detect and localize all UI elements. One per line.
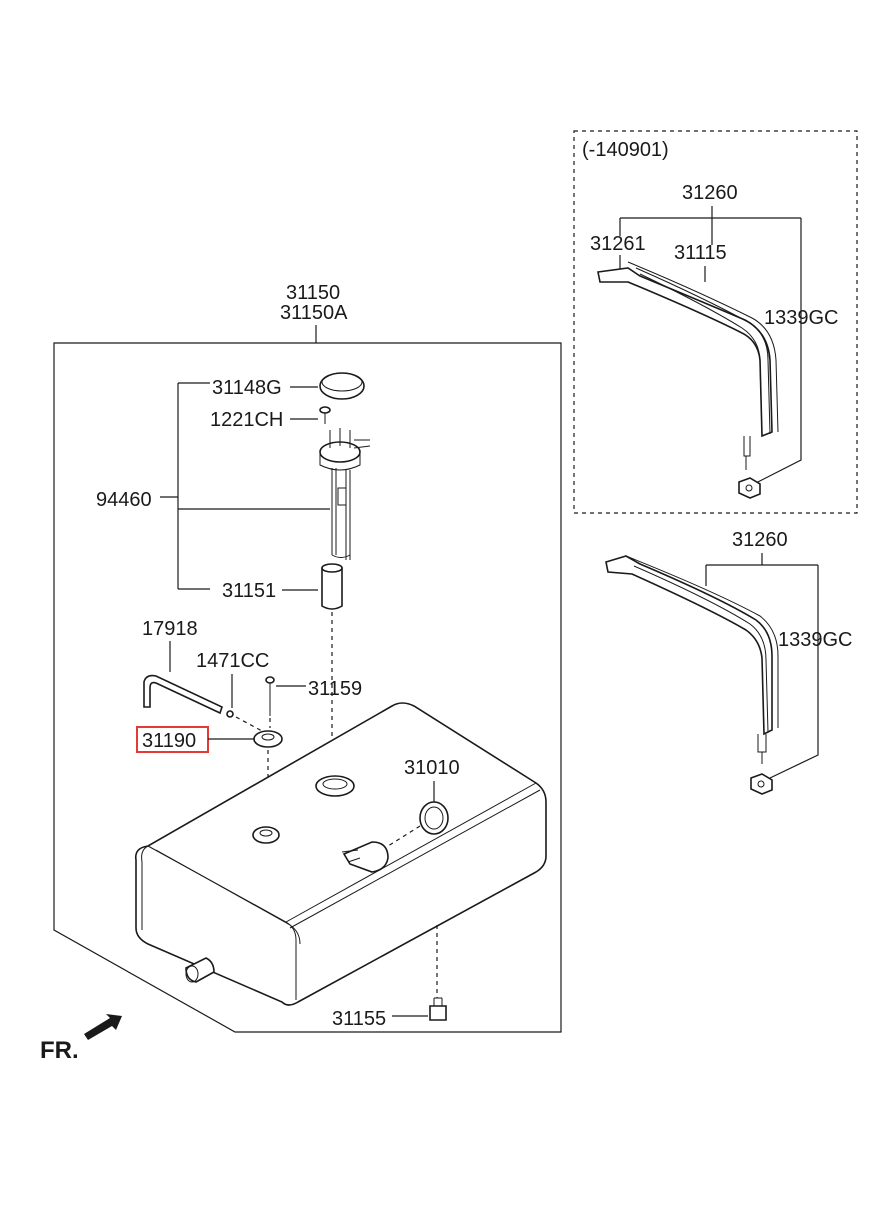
clip-1471CC-drawing — [226, 710, 234, 718]
label-31115[interactable]: 31115 — [674, 242, 727, 264]
label-31010[interactable]: 31010 — [404, 757, 460, 779]
leader-31260-lower — [705, 553, 819, 779]
leader-94460-bracket — [160, 382, 330, 590]
dash-clip-to-grommet — [235, 716, 263, 732]
cover-31148G-drawing — [319, 372, 365, 400]
label-1339GC-lower[interactable]: 1339GC — [778, 629, 853, 651]
front-marker-label: FR. — [40, 1037, 79, 1064]
sender-94460-drawing — [319, 428, 371, 560]
assembly-box — [53, 342, 562, 1033]
nut-1339GC-lower-drawing — [750, 773, 773, 795]
label-1339GC-upper[interactable]: 1339GC — [764, 307, 839, 329]
label-31148G[interactable]: 31148G — [212, 377, 282, 399]
nut-1339GC-upper-drawing — [738, 477, 761, 499]
leader-31260-upper — [619, 206, 802, 487]
bolt-31159-drawing — [265, 676, 275, 716]
label-31150A[interactable]: 31150A — [280, 302, 348, 324]
label-31190[interactable]: 31190 — [142, 730, 196, 752]
dash-ring-to-neck — [387, 825, 421, 847]
label-1221CH[interactable]: 1221CH — [210, 409, 283, 431]
label-31155[interactable]: 31155 — [332, 1008, 386, 1030]
variant-dashed-box — [573, 130, 858, 514]
tank-body-drawing — [134, 702, 547, 1006]
strap-31261-drawing — [597, 261, 779, 470]
variant-label: (-140901) — [582, 139, 669, 161]
label-94460[interactable]: 94460 — [96, 489, 152, 511]
label-31260-upper[interactable]: 31260 — [682, 182, 738, 204]
drain-plug-31155-drawing — [429, 997, 447, 1021]
label-31159[interactable]: 31159 — [308, 678, 362, 700]
hose-17918-drawing — [143, 674, 223, 715]
label-31261[interactable]: 31261 — [590, 233, 646, 255]
filter-31151-drawing — [321, 563, 343, 610]
label-31151[interactable]: 31151 — [222, 580, 276, 602]
label-17918[interactable]: 17918 — [142, 618, 198, 640]
strap-31260-lower-drawing — [605, 555, 779, 764]
label-31150[interactable]: 31150 — [286, 282, 340, 304]
label-1471CC[interactable]: 1471CC — [196, 650, 269, 672]
screw-1221CH-drawing — [319, 406, 331, 424]
ring-31010-drawing — [419, 801, 449, 835]
label-31260-lower[interactable]: 31260 — [732, 529, 788, 551]
front-arrow-icon — [84, 1014, 122, 1040]
grommet-31190-drawing — [253, 730, 283, 748]
